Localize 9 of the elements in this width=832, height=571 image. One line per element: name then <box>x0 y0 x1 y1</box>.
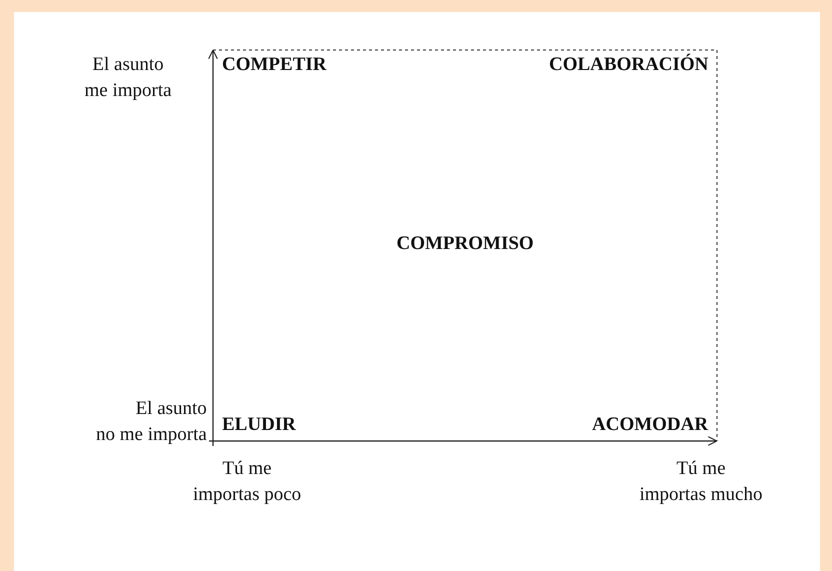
quadrant-label: COMPROMISO <box>396 232 534 256</box>
quadrant-label: ELUDIR <box>222 413 296 437</box>
axis-label: Tú me importas mucho <box>640 457 762 507</box>
axis-label: El asunto me importa <box>84 53 172 103</box>
quadrant-label: ACOMODAR <box>592 413 708 437</box>
quadrant-label: COLABORACIÓN <box>549 52 708 77</box>
quadrant-label: COMPETIR <box>222 53 326 77</box>
axis-label: El asunto no me importa <box>96 397 207 447</box>
axis-label: Tú me importas poco <box>193 457 302 507</box>
